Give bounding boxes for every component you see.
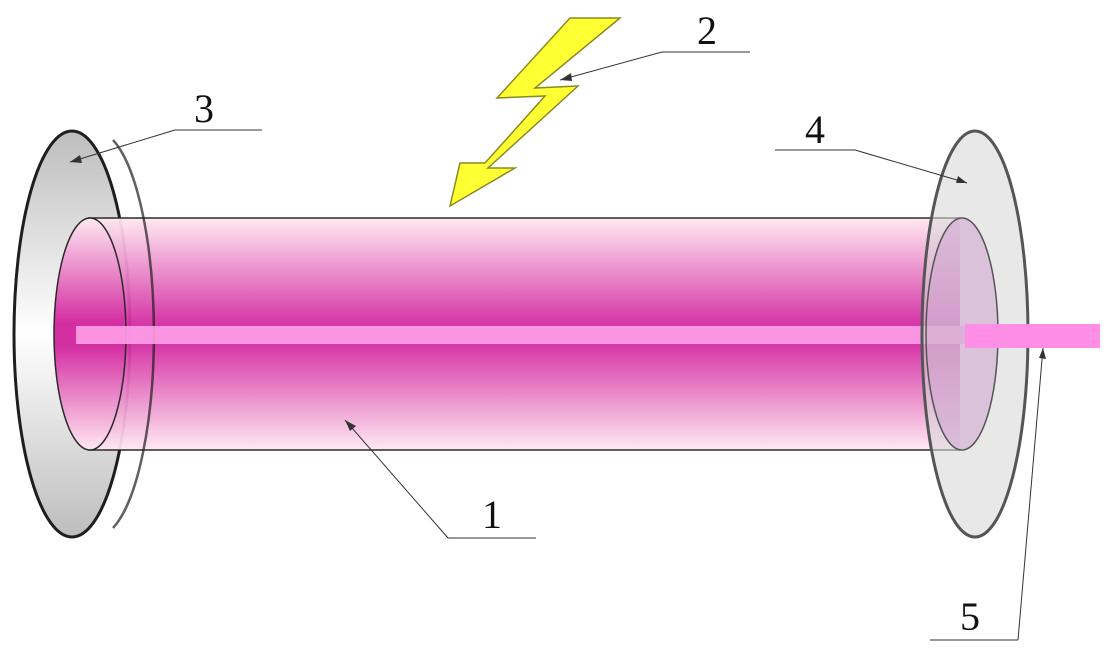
callout-4: 4 xyxy=(775,107,968,184)
label-tube: 1 xyxy=(482,492,502,537)
label-mirror-left: 3 xyxy=(194,86,214,131)
callout-5: 5 xyxy=(930,347,1046,641)
label-pump: 2 xyxy=(697,8,717,53)
label-beam: 5 xyxy=(960,594,980,639)
callout-1: 1 xyxy=(344,419,536,539)
callout-3: 3 xyxy=(69,86,262,163)
callout-2: 2 xyxy=(559,8,750,81)
intracavity-beam xyxy=(76,326,966,344)
label-mirror-right: 4 xyxy=(805,107,825,152)
output-beam xyxy=(965,324,1100,348)
lightning-bolt-icon xyxy=(448,17,623,208)
